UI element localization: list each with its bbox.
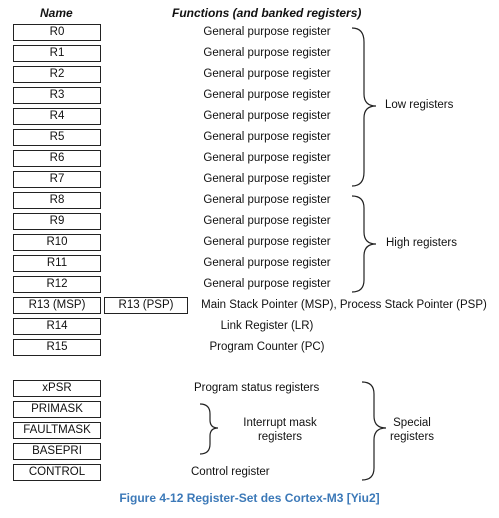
register-r6-function: General purpose register bbox=[203, 152, 331, 164]
register-control: CONTROL bbox=[13, 464, 101, 481]
special-registers-label-line1: Special bbox=[393, 417, 431, 429]
functions-column-header: Functions (and banked registers) bbox=[172, 6, 362, 20]
control-register-label: Control register bbox=[191, 466, 270, 478]
register-r15-function: Program Counter (PC) bbox=[209, 341, 325, 353]
program-status-label: Program status registers bbox=[194, 382, 320, 394]
register-r1-function: General purpose register bbox=[203, 47, 331, 59]
register-r0: R0 bbox=[13, 24, 101, 41]
name-column-header: Name bbox=[40, 6, 73, 20]
register-r4: R4 bbox=[13, 108, 101, 125]
register-primask: PRIMASK bbox=[13, 401, 101, 418]
register-r1: R1 bbox=[13, 45, 101, 62]
register-r9: R9 bbox=[13, 213, 101, 230]
special-registers-label-line2: registers bbox=[389, 431, 435, 443]
register-r8: R8 bbox=[13, 192, 101, 209]
register-r3: R3 bbox=[13, 87, 101, 104]
register-basepri: BASEPRI bbox=[13, 443, 101, 460]
register-r13-function: Main Stack Pointer (MSP), Process Stack … bbox=[201, 299, 487, 311]
interrupt-mask-brace bbox=[199, 403, 219, 455]
register-r12-function: General purpose register bbox=[203, 278, 331, 290]
register-r14-function: Link Register (LR) bbox=[220, 320, 314, 332]
register-r13-psp: R13 (PSP) bbox=[104, 297, 188, 314]
high-registers-label: High registers bbox=[386, 237, 457, 249]
register-r10-function: General purpose register bbox=[203, 236, 331, 248]
register-r6: R6 bbox=[13, 150, 101, 167]
special-registers-brace bbox=[361, 381, 387, 481]
register-r8-function: General purpose register bbox=[203, 194, 331, 206]
register-r12: R12 bbox=[13, 276, 101, 293]
register-r9-function: General purpose register bbox=[203, 215, 331, 227]
register-r7: R7 bbox=[13, 171, 101, 188]
interrupt-mask-label-line1: Interrupt mask bbox=[243, 417, 317, 429]
register-r2: R2 bbox=[13, 66, 101, 83]
register-r11-function: General purpose register bbox=[203, 257, 331, 269]
register-r10: R10 bbox=[13, 234, 101, 251]
interrupt-mask-label-line2: registers bbox=[257, 431, 303, 443]
register-faultmask: FAULTMASK bbox=[13, 422, 101, 439]
register-r7-function: General purpose register bbox=[203, 173, 331, 185]
high-registers-brace bbox=[351, 195, 377, 293]
register-r0-function: General purpose register bbox=[203, 26, 331, 38]
register-r14: R14 bbox=[13, 318, 101, 335]
register-r15: R15 bbox=[13, 339, 101, 356]
register-r11: R11 bbox=[13, 255, 101, 272]
register-r2-function: General purpose register bbox=[203, 68, 331, 80]
low-registers-label: Low registers bbox=[385, 99, 454, 111]
register-r4-function: General purpose register bbox=[203, 110, 331, 122]
register-r5: R5 bbox=[13, 129, 101, 146]
low-registers-brace bbox=[351, 27, 377, 187]
register-r5-function: General purpose register bbox=[203, 131, 331, 143]
register-r3-function: General purpose register bbox=[203, 89, 331, 101]
register-r13-msp: R13 (MSP) bbox=[13, 297, 101, 314]
figure-caption: Figure 4-12 Register-Set des Cortex-M3 [… bbox=[119, 491, 380, 505]
register-xpsr: xPSR bbox=[13, 380, 101, 397]
